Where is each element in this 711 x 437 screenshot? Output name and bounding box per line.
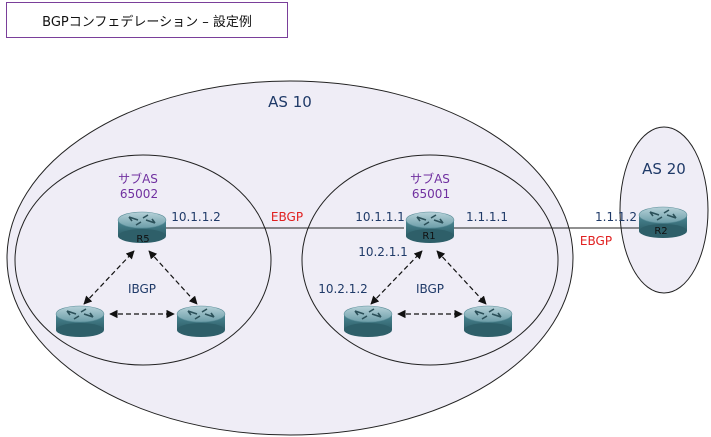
router-r1-label: R1 bbox=[422, 231, 435, 242]
subas-right-number: 65001 bbox=[412, 187, 450, 201]
ebgp-external-label: EBGP bbox=[580, 234, 612, 248]
ip-right-peer: 10.2.1.2 bbox=[318, 282, 368, 296]
subas-left-number: 65002 bbox=[120, 187, 158, 201]
subas-right-label: サブAS bbox=[410, 171, 450, 186]
ip-r5-to-r1: 10.1.1.2 bbox=[171, 210, 221, 224]
ibgp-arrow-right-2 bbox=[436, 250, 487, 305]
router-left-bottom-2-icon[interactable] bbox=[176, 305, 226, 338]
ip-r1-to-r5: 10.1.1.1 bbox=[355, 210, 405, 224]
router-right-bottom-2-icon[interactable] bbox=[463, 305, 513, 338]
ibgp-left-label: IBGP bbox=[128, 282, 156, 296]
router-r5-label: R5 bbox=[136, 234, 149, 245]
ip-r1-internal: 10.2.1.1 bbox=[358, 245, 408, 259]
ibgp-arrow-right-1 bbox=[370, 250, 423, 305]
router-left-bottom-1-icon[interactable] bbox=[55, 305, 105, 338]
ebgp-internal-label: EBGP bbox=[271, 210, 303, 224]
as10-label: AS 10 bbox=[268, 93, 312, 111]
ibgp-arrow-left-1 bbox=[83, 250, 135, 305]
ip-r2-to-r1: 1.1.1.2 bbox=[595, 210, 637, 224]
subas-left-label: サブAS bbox=[118, 171, 158, 186]
ibgp-right-label: IBGP bbox=[416, 282, 444, 296]
ibgp-arrow-left-2 bbox=[148, 250, 198, 305]
router-right-bottom-1-icon[interactable] bbox=[343, 305, 393, 338]
as20-label: AS 20 bbox=[642, 160, 686, 178]
diagram-title: BGPコンフェデレーション – 設定例 bbox=[6, 2, 288, 38]
ip-r1-to-r2: 1.1.1.1 bbox=[466, 210, 508, 224]
router-r2-label: R2 bbox=[654, 226, 667, 237]
